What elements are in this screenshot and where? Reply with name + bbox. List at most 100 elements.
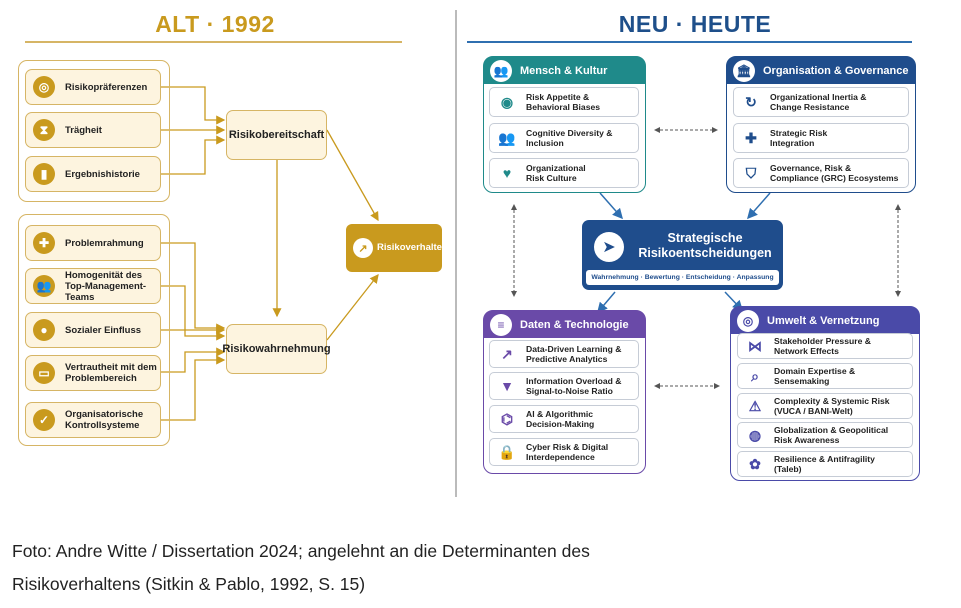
- target-icon: ◎: [33, 76, 55, 98]
- risikobereitschaft-box: Risikobereitschaft: [226, 110, 327, 160]
- center-title: Strategische Risikoentscheidungen: [638, 231, 772, 260]
- puzzle-icon: ✚: [745, 129, 757, 146]
- factor-item: 🔒 Cyber Risk & Digital Interdependence: [489, 438, 639, 466]
- determinant-label: Problemrahmung: [65, 237, 144, 249]
- globe-icon: ◍: [748, 426, 762, 443]
- determinant-card: ● Sozialer Einfluss: [25, 312, 161, 348]
- center-subtitle: Wahrnehmung · Bewertung · Entscheidung ·…: [586, 270, 779, 285]
- factor-item: ▼ Information Overload & Signal-to-Noise…: [489, 372, 639, 400]
- sprout-icon: ✿: [749, 455, 761, 472]
- vertical-divider: [455, 10, 457, 497]
- factor-label: Complexity & Systemic Risk (VUCA / BANI-…: [774, 396, 890, 416]
- lock-icon: 🔒: [498, 443, 516, 460]
- factor-item: ⋈ Stakeholder Pressure & Network Effects: [737, 333, 913, 359]
- trend-up-icon: ↗: [353, 238, 373, 258]
- determinant-label: Vertrautheit mit dem Problembereich: [65, 362, 157, 384]
- determinant-label: Ergebnishistorie: [65, 168, 140, 180]
- determinant-label: Organisatorische Kontrollsysteme: [65, 409, 144, 431]
- factor-label: Cyber Risk & Digital Interdependence: [526, 442, 609, 462]
- factor-item: ⌬ AI & Algorithmic Decision-Making: [489, 405, 639, 433]
- left-heading-rule: [25, 41, 402, 43]
- factor-item: ↗ Data-Driven Learning & Predictive Anal…: [489, 340, 639, 368]
- factor-label: Risk Appetite & Behavioral Biases: [526, 92, 601, 112]
- filter-icon: ▼: [500, 378, 514, 394]
- group-determinants-2: [18, 214, 170, 446]
- factor-label: Organizational Inertia & Change Resistan…: [770, 92, 867, 112]
- network-icon: ⋈: [748, 337, 762, 354]
- factor-item: ↻ Organizational Inertia & Change Resist…: [733, 87, 909, 117]
- determinant-card: ▮ Ergebnishistorie: [25, 156, 161, 192]
- determinant-card: ✓ Organisatorische Kontrollsysteme: [25, 402, 161, 438]
- database-icon: ≡: [490, 313, 512, 336]
- panel-organisation-header: 🏛 Organisation & Governance: [727, 57, 915, 84]
- people-icon: 👥: [490, 59, 512, 82]
- right-heading: NEU · HEUTE: [618, 11, 772, 37]
- determinant-label: Homogenität des Top-Management-Teams: [65, 269, 147, 303]
- warning-icon: ⚠: [748, 397, 762, 414]
- factor-label: Cognitive Diversity & Inclusion: [526, 128, 613, 148]
- caption-line-2: Risikoverhaltens (Sitkin & Pablo, 1992, …: [12, 574, 366, 594]
- compass-icon: ➤: [594, 232, 624, 262]
- risikowahrnehmung-box: Risikowahrnehmung: [222, 324, 331, 374]
- ai-brain-icon: ⌬: [500, 410, 514, 427]
- panel-umwelt-header: ◎ Umwelt & Vernetzung: [731, 307, 919, 334]
- factor-label: AI & Algorithmic Decision-Making: [526, 409, 595, 429]
- left-heading: ALT · 1992: [155, 11, 275, 37]
- caption-line-1: Foto: Andre Witte / Dissertation 2024; a…: [12, 541, 590, 561]
- determinant-label: Trägheit: [65, 124, 102, 136]
- determinant-card: ◎ Risikopräferenzen: [25, 69, 161, 105]
- panel-mensch-header: 👥 Mensch & Kultur: [484, 57, 645, 84]
- factor-label: Domain Expertise & Sensemaking: [774, 366, 856, 386]
- factor-label: Organizational Risk Culture: [526, 163, 586, 183]
- factor-item: ◍ Globalization & Geopolitical Risk Awar…: [737, 422, 913, 448]
- determinant-card: ✚ Problemrahmung: [25, 225, 161, 261]
- factor-label: Resilience & Antifragility (Taleb): [774, 454, 875, 474]
- shield-check-icon: ✓: [33, 409, 55, 431]
- factor-item: ♥ Organizational Risk Culture: [489, 158, 639, 188]
- heart-handshake-icon: ♥: [502, 165, 512, 181]
- panel-mensch-title: Mensch & Kultur: [520, 64, 608, 77]
- factor-item: ⛉ Governance, Risk & Compliance (GRC) Ec…: [733, 158, 909, 188]
- group-determinants-1: [18, 60, 170, 202]
- factor-label: Strategic Risk Integration: [770, 128, 828, 148]
- factor-item: ✚ Strategic Risk Integration: [733, 123, 909, 153]
- people-icon: 👥: [498, 129, 516, 146]
- factor-item: 👥 Cognitive Diversity & Inclusion: [489, 123, 639, 153]
- group-icon: 👥: [33, 275, 55, 297]
- building-icon: 🏛: [733, 59, 755, 82]
- strategische-entscheidungen-box: ➤ Strategische Risikoentscheidungen Wahr…: [582, 220, 783, 290]
- bar-chart-icon: ▮: [33, 163, 55, 185]
- determinant-card: ▭ Vertrautheit mit dem Problembereich: [25, 355, 161, 391]
- right-heading-rule: [467, 41, 912, 43]
- globe-icon: ◎: [737, 309, 759, 332]
- determinant-label: Sozialer Einfluss: [65, 324, 142, 336]
- connector-arrows: [160, 86, 901, 421]
- factor-label: Stakeholder Pressure & Network Effects: [774, 336, 871, 356]
- brain-icon: ◉: [500, 93, 514, 110]
- determinant-label: Risikopräferenzen: [65, 81, 148, 93]
- puzzle-icon: ✚: [33, 232, 55, 254]
- panel-organisation-title: Organisation & Governance: [763, 64, 909, 77]
- risikoverhalten-box: ↗ Risikoverhalten: [346, 224, 448, 272]
- panel-daten-title: Daten & Technologie: [520, 318, 629, 331]
- chart-up-icon: ↗: [501, 345, 513, 362]
- factor-label: Globalization & Geopolitical Risk Awaren…: [774, 425, 889, 445]
- determinant-card: 👥 Homogenität des Top-Management-Teams: [25, 268, 161, 304]
- shield-icon: ⛉: [745, 164, 757, 181]
- factor-item: ◉ Risk Appetite & Behavioral Biases: [489, 87, 639, 117]
- factor-item: ⚠ Complexity & Systemic Risk (VUCA / BAN…: [737, 393, 913, 419]
- hourglass-icon: ⧗: [33, 119, 55, 141]
- panel-umwelt-title: Umwelt & Vernetzung: [767, 314, 880, 327]
- panel-daten-header: ≡ Daten & Technologie: [484, 311, 645, 338]
- factor-item: ✿ Resilience & Antifragility (Taleb): [737, 451, 913, 477]
- book-icon: ▭: [33, 362, 55, 384]
- person-icon: ●: [33, 319, 55, 341]
- risikoverhalten-label: Risikoverhalten: [377, 242, 448, 253]
- magnifier-icon: ⌕: [751, 367, 759, 384]
- factor-label: Information Overload & Signal-to-Noise R…: [526, 376, 622, 396]
- factor-label: Governance, Risk & Compliance (GRC) Ecos…: [770, 163, 899, 183]
- factor-label: Data-Driven Learning & Predictive Analyt…: [526, 344, 622, 364]
- cycle-icon: ↻: [745, 93, 757, 110]
- determinant-card: ⧗ Trägheit: [25, 112, 161, 148]
- factor-item: ⌕ Domain Expertise & Sensemaking: [737, 363, 913, 389]
